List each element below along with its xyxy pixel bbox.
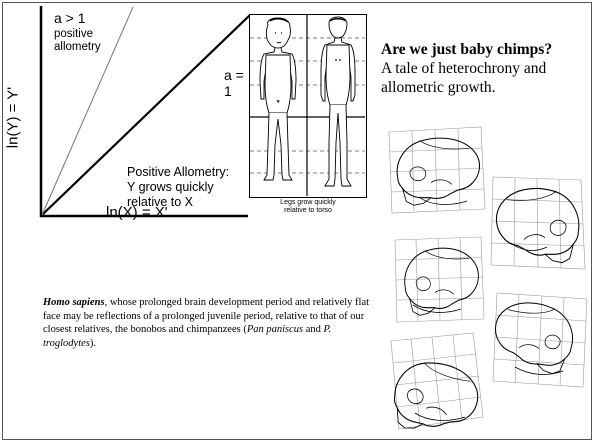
body-proportions-drawing xyxy=(250,15,365,196)
positive-word: positive xyxy=(54,28,101,41)
skull-5 xyxy=(388,333,483,435)
x-axis-label: ln(X) = X' xyxy=(106,204,168,221)
homo-sapiens-term: Homo sapiens xyxy=(43,297,105,308)
body-figure-caption: Legs grow quickly relative to torso xyxy=(247,199,369,215)
caption-line-2: relative to torso xyxy=(247,207,369,215)
slide: a > 1 positive allometry a = 1 ln(Y) = Y… xyxy=(2,2,592,440)
skull-4 xyxy=(491,293,587,387)
allometry-word: allometry xyxy=(54,41,101,54)
slide-title: Are we just baby chimps? A tale of heter… xyxy=(381,40,596,97)
skull-3 xyxy=(395,237,484,322)
pan-paniscus-term: Pan paniscus xyxy=(247,324,303,335)
description-paragraph: Homo sapiens, whose prolonged brain deve… xyxy=(43,296,373,350)
note-line-2: Y grows quickly xyxy=(127,180,229,195)
adult-figure xyxy=(321,17,355,186)
paragraph-and: and xyxy=(303,324,323,335)
title-heading: Are we just baby chimps? xyxy=(381,40,596,59)
skull-grids-drawing xyxy=(385,125,591,435)
paragraph-text-2: ). xyxy=(90,338,96,349)
child-figure xyxy=(260,18,296,180)
title-subtitle-line-1: A tale of heterochrony and xyxy=(381,59,596,78)
caption-line-1: Legs grow quickly xyxy=(247,199,369,207)
skull-1 xyxy=(389,127,485,213)
positive-allometry-label: positive allometry xyxy=(54,28,101,54)
title-subtitle-line-2: allometric growth. xyxy=(381,78,596,97)
a-equals-label: a = 1 xyxy=(224,67,251,99)
y-axis-label: ln(Y) = Y' xyxy=(5,43,22,193)
a-greater-label: a > 1 xyxy=(54,11,86,26)
skull-transformation-grids xyxy=(385,125,591,435)
body-proportions-figure xyxy=(249,14,367,198)
note-line-1: Positive Allometry: xyxy=(127,165,229,180)
skull-2 xyxy=(491,177,585,269)
allometry-graph: a > 1 positive allometry a = 1 ln(Y) = Y… xyxy=(11,3,251,238)
